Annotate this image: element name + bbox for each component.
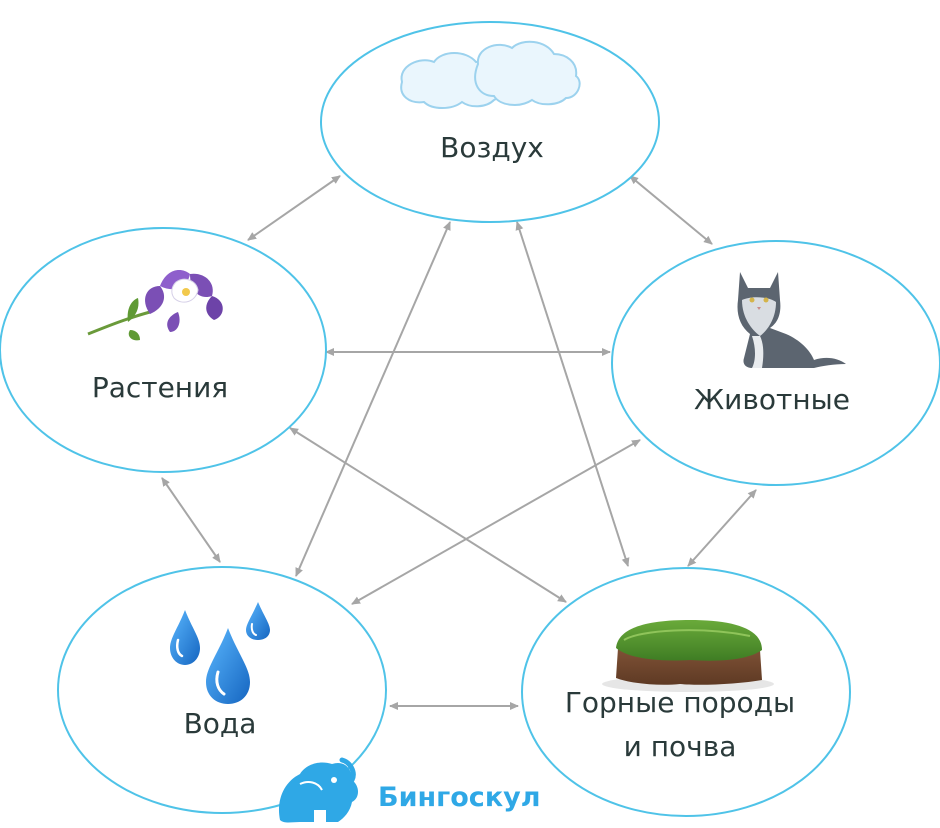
- arrow-air-soil: [515, 221, 630, 567]
- node-soil-ellipse: [521, 567, 851, 817]
- node-soil-label-line1: Горные породы: [565, 686, 795, 719]
- node-soil-label-line2: и почва: [624, 730, 737, 763]
- flower-icon: [87, 270, 223, 341]
- node-soil: Горные породы и почва: [521, 567, 851, 817]
- node-air-label: Воздух: [440, 131, 544, 164]
- node-plants-ellipse: [0, 227, 327, 473]
- node-animals: Животные: [611, 240, 940, 486]
- brand: Бингоскул: [278, 757, 541, 823]
- node-water: Вода: [57, 566, 387, 814]
- node-plants: Растения: [0, 227, 327, 473]
- arrow-plants-water: [161, 477, 221, 563]
- cat-icon: [737, 272, 846, 368]
- arrow-animals-soil: [687, 489, 757, 567]
- connectors: [161, 175, 757, 710]
- arrow-air-animals: [629, 175, 713, 245]
- arrow-plants-soil: [289, 427, 567, 603]
- elephant-logo-icon: [278, 757, 358, 823]
- brand-name: Бингоскул: [378, 782, 541, 813]
- node-water-label: Вода: [184, 707, 257, 740]
- water-drops-icon: [170, 602, 270, 704]
- cloud-icon: [400, 40, 581, 109]
- arrow-air-plants: [247, 175, 341, 241]
- node-air: Воздух: [320, 21, 660, 223]
- soil-icon: [602, 620, 774, 692]
- node-animals-label: Животные: [694, 383, 850, 416]
- arrow-air-water: [295, 221, 451, 577]
- arrow-animals-water: [351, 439, 641, 605]
- node-plants-label: Растения: [92, 371, 228, 404]
